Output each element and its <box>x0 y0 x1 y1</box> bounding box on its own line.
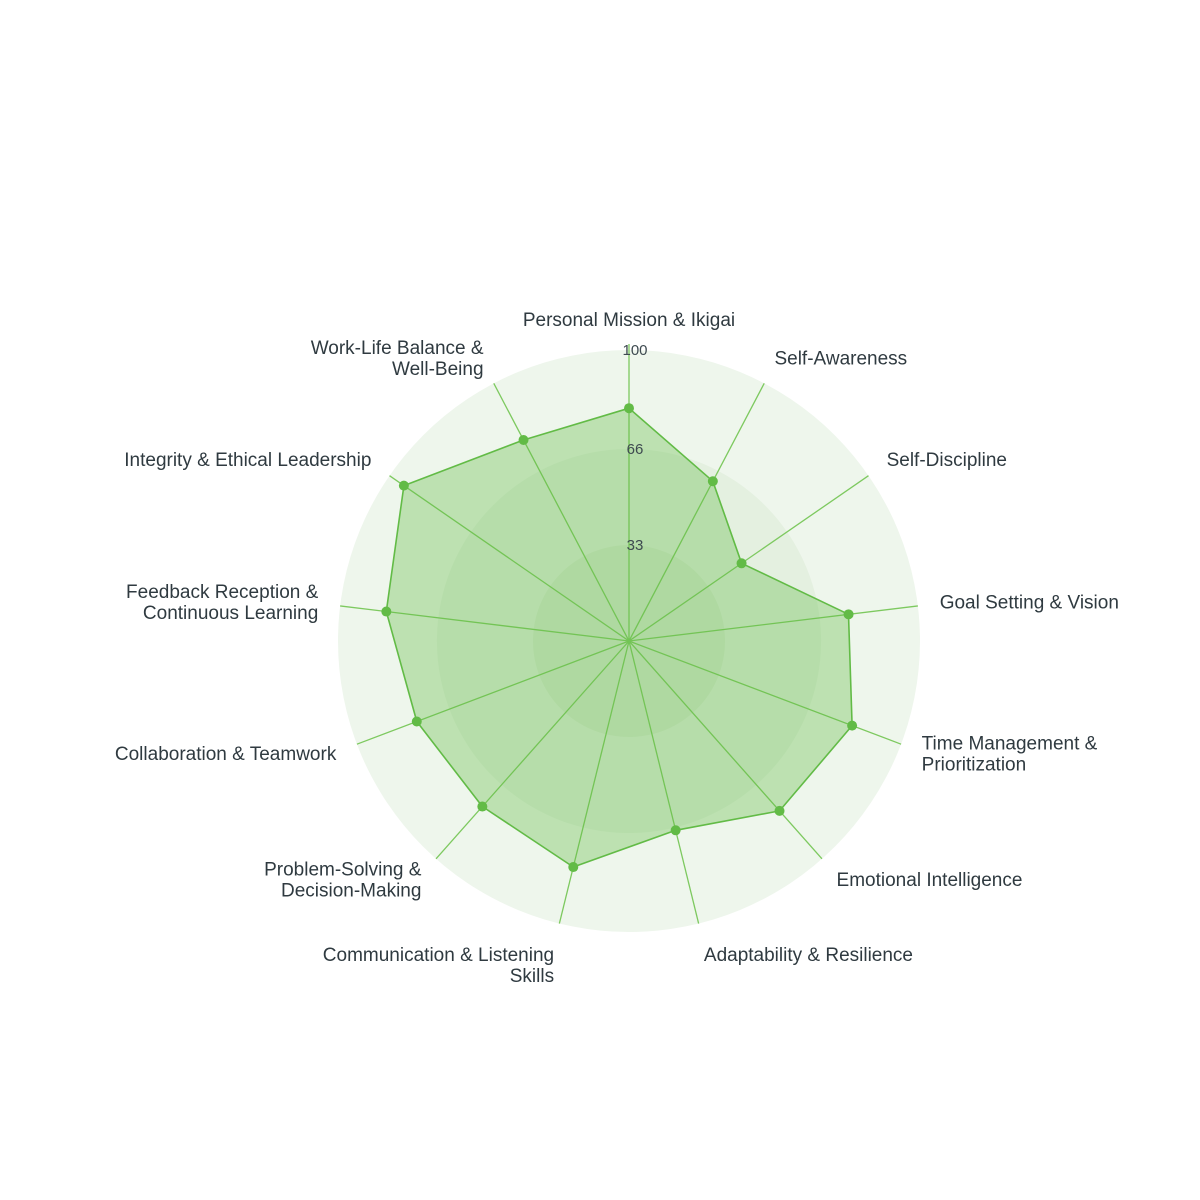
category-label: Feedback Reception &Continuous Learning <box>126 582 319 624</box>
tick-label: 66 <box>627 441 644 458</box>
category-label: Collaboration & Teamwork <box>115 744 337 765</box>
category-label: Self-Discipline <box>887 450 1007 471</box>
axis-spoke <box>435 640 630 860</box>
axis-spoke <box>628 640 823 860</box>
axis-spoke <box>356 640 630 745</box>
category-label: Self-Awareness <box>774 349 907 370</box>
axis-spoke <box>389 475 630 642</box>
data-point <box>736 558 747 569</box>
axis-spoke <box>558 640 630 924</box>
data-point <box>398 480 409 491</box>
category-label: Personal Mission & Ikigai <box>523 310 735 331</box>
category-label: Integrity & Ethical Leadership <box>124 450 371 471</box>
category-label: Time Management &Prioritization <box>922 734 1098 776</box>
tick-label: 33 <box>627 537 644 554</box>
data-point <box>381 606 392 617</box>
axis-spoke <box>628 475 869 642</box>
category-label: Emotional Intelligence <box>837 870 1023 891</box>
data-point <box>568 862 579 873</box>
data-point <box>477 801 488 812</box>
data-point <box>774 805 785 816</box>
category-labels: Personal Mission & IkigaiSelf-AwarenessS… <box>115 310 1119 987</box>
data-point <box>847 720 858 731</box>
data-point <box>411 716 422 727</box>
data-point <box>843 609 854 620</box>
data-point <box>707 476 718 487</box>
category-label: Work-Life Balance &Well-Being <box>311 338 484 380</box>
axis-spokes <box>340 344 918 924</box>
series-markers <box>381 403 858 873</box>
data-point <box>624 403 634 414</box>
series-polygon <box>385 407 853 868</box>
tick-label: 100 <box>622 342 647 359</box>
category-label: Adaptability & Resilience <box>704 945 913 966</box>
axis-spoke <box>628 605 918 642</box>
radial-tick-labels: 33 66 100 <box>622 342 647 554</box>
category-label: Problem-Solving &Decision-Making <box>264 859 422 901</box>
series-area <box>385 407 853 868</box>
data-point <box>518 435 529 446</box>
axis-spoke <box>628 383 765 642</box>
axis-spoke <box>628 640 700 924</box>
axis-spoke <box>493 383 630 642</box>
category-label: Goal Setting & Vision <box>940 593 1119 614</box>
data-point <box>670 825 681 836</box>
